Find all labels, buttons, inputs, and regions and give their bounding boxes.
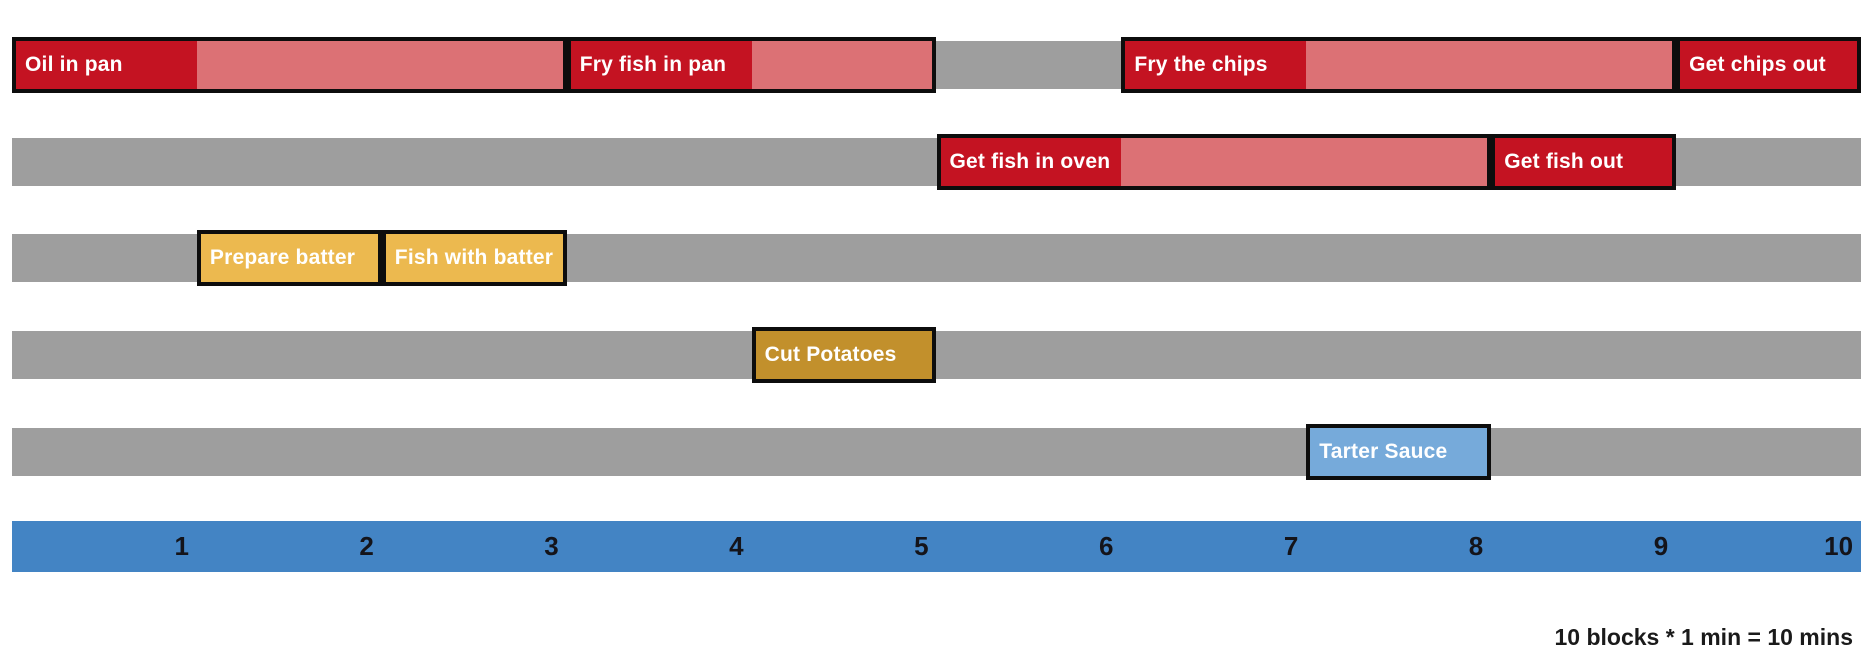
chart-footnote: 10 blocks * 1 min = 10 mins (1554, 624, 1853, 650)
time-tick-cell: 9 (1491, 521, 1676, 572)
task-label: Get chips out (1689, 53, 1826, 76)
task-block-fry-the-chips: Fry the chips (1121, 37, 1677, 93)
task-label: Get fish out (1504, 150, 1624, 173)
task-label: Prepare batter (209, 246, 356, 269)
task-active-segment: Fry the chips (1125, 41, 1307, 89)
task-label: Cut Potatoes (764, 343, 897, 366)
time-tick-label: 4 (729, 531, 744, 561)
task-active-segment: Get fish in oven (940, 138, 1122, 186)
time-tick-cell: 4 (567, 521, 752, 572)
task-label: Fry the chips (1134, 53, 1268, 76)
time-tick-cell: 5 (752, 521, 937, 572)
time-tick-cell: 2 (197, 521, 382, 572)
task-label: Get fish in oven (949, 150, 1111, 173)
time-tick-label: 8 (1468, 531, 1484, 561)
task-block-prepare-batter: Prepare batter (196, 230, 382, 286)
time-tick-cell: 1 (12, 521, 197, 572)
time-tick-label: 5 (914, 531, 929, 561)
time-tick-cell: 6 (937, 521, 1122, 572)
task-row-frying-pan: Oil in pan Fry fish in pan Fry the chips Ge… (12, 37, 1861, 93)
task-block-fry-fish-in-pan: Fry fish in pan (566, 37, 937, 93)
task-block-oil-in-pan: Oil in pan (12, 37, 567, 93)
task-label: Tarter Sauce (1319, 440, 1448, 463)
time-tick-label: 7 (1283, 531, 1299, 561)
time-tick-cell: 8 (1306, 521, 1491, 572)
task-active-segment: Cut Potatoes (756, 331, 933, 379)
task-active-segment: Tarter Sauce (1310, 428, 1487, 476)
time-tick-label: 9 (1653, 531, 1669, 561)
time-tick-label: 10 (1824, 531, 1854, 561)
task-label: Fish with batter (394, 246, 554, 269)
task-label: Oil in pan (25, 53, 123, 76)
task-label: Fry fish in pan (579, 53, 727, 76)
task-active-segment: Get chips out (1680, 41, 1857, 89)
time-tick-cell: 10 (1676, 521, 1861, 572)
time-tick-label: 3 (544, 531, 559, 561)
task-row-batter: Prepare batter Fish with batter (12, 230, 1861, 286)
time-tick-cell: 3 (382, 521, 567, 572)
time-tick-label: 2 (359, 531, 374, 561)
task-block-cut-potatoes: Cut Potatoes (751, 327, 937, 383)
task-block-get-chips-out: Get chips out (1676, 37, 1861, 93)
task-block-tarter-sauce: Tarter Sauce (1306, 424, 1492, 480)
task-row-potatoes: Cut Potatoes (12, 327, 1861, 383)
task-block-get-fish-in-oven: Get fish in oven (936, 134, 1492, 190)
task-active-segment: Oil in pan (16, 41, 197, 89)
task-block-fish-with-batter: Fish with batter (381, 230, 567, 286)
time-axis: 1 2 3 4 5 6 7 8 9 10 (12, 521, 1861, 572)
time-tick-label: 6 (1098, 531, 1114, 561)
task-active-segment: Fish with batter (386, 234, 563, 282)
time-tick-cell: 7 (1121, 521, 1306, 572)
task-row-oven: Get fish in oven Get fish out (12, 134, 1861, 190)
time-tick-label: 1 (174, 531, 189, 561)
task-row-sauce: Tarter Sauce (12, 424, 1861, 480)
task-active-segment: Get fish out (1495, 138, 1672, 186)
task-active-segment: Prepare batter (201, 234, 378, 282)
task-active-segment: Fry fish in pan (570, 41, 752, 89)
task-block-get-fish-out: Get fish out (1491, 134, 1677, 190)
